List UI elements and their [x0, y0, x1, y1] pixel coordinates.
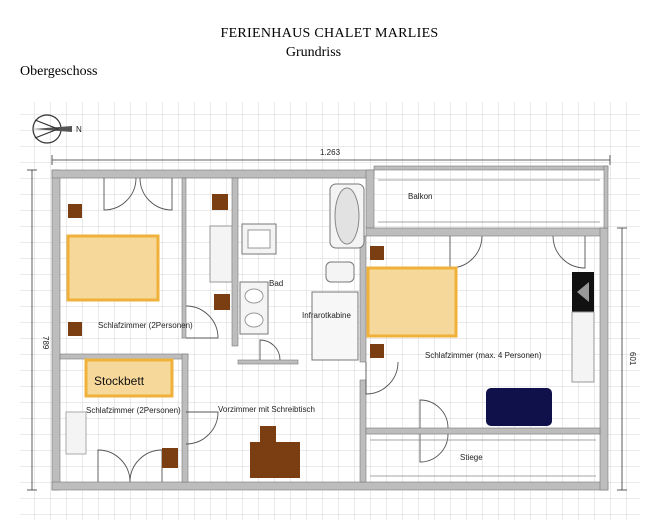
stairs: [370, 439, 596, 477]
nightstands: [68, 194, 384, 468]
dimension-height-left: 789: [41, 336, 50, 350]
sofa: [486, 388, 552, 426]
toilet: [325, 261, 355, 283]
wardrobe-bath: [209, 225, 233, 283]
label-infrarotkabine: Infrarotkabine: [302, 311, 351, 320]
double-washbasin: [239, 281, 269, 335]
dimension-width: 1.263: [320, 148, 341, 157]
label-schlafzimmer-big: Schlafzimmer (max. 4 Personen): [425, 351, 542, 360]
balcony-area: [378, 179, 600, 223]
label-schlafzimmer-1: Schlafzimmer (2Personen): [98, 321, 193, 330]
shelf-left: [65, 411, 87, 455]
label-bad: Bad: [269, 279, 283, 288]
double-bed-2: [366, 266, 458, 338]
floor-label: Obergeschoss: [20, 64, 98, 79]
page-title: FERIENHAUS CHALET MARLIES: [220, 26, 439, 41]
wardrobe-right: [571, 272, 595, 383]
page-subtitle: Grundriss: [285, 45, 342, 60]
label-stockbett: Stockbett: [94, 374, 145, 388]
walls: [51, 165, 609, 491]
dimension-lines: [27, 155, 627, 491]
compass-north-label: N: [76, 125, 82, 134]
desk-and-chair: [250, 426, 300, 478]
label-stiege: Stiege: [460, 453, 483, 462]
label-vorzimmer: Vorzimmer mit Schreibtisch: [218, 405, 315, 414]
door-swings: [97, 177, 586, 483]
label-balkon: Balkon: [408, 192, 432, 201]
dimension-height-right: 601: [628, 352, 637, 366]
compass-icon: N: [32, 114, 82, 144]
infrared-cabin: [311, 291, 359, 361]
bunk-bed: [84, 358, 174, 398]
bathtub: [329, 183, 365, 249]
label-schlafzimmer-2: Schlafzimmer (2Personen): [86, 406, 181, 415]
sink: [241, 223, 277, 255]
double-bed-1: [66, 234, 160, 302]
